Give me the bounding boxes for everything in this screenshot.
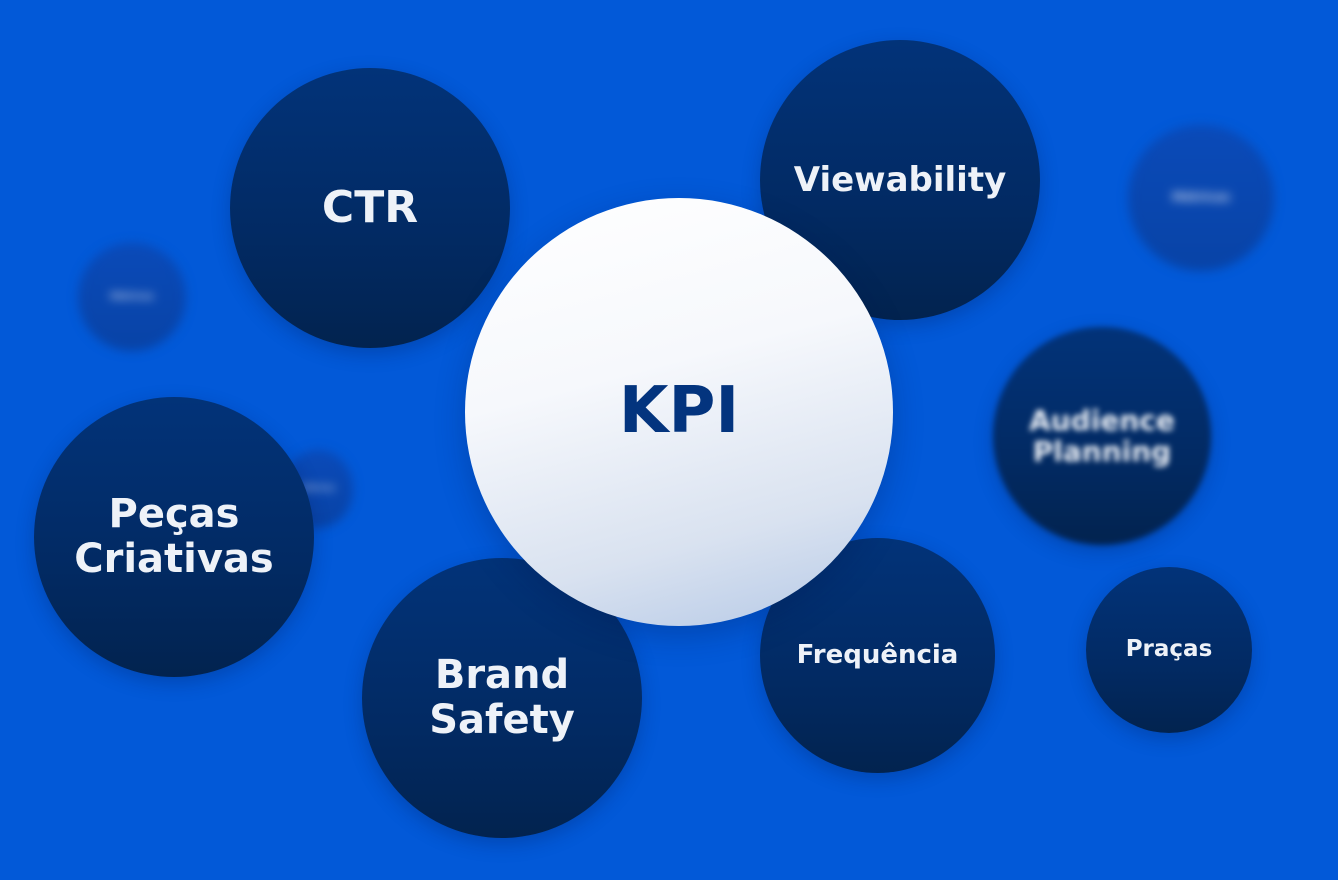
bubble-audience-planning-label: Audience Planning xyxy=(1029,403,1175,468)
bubble-frequencia: Frequência xyxy=(760,538,995,773)
bubble-ctr-label: CTR xyxy=(321,182,419,234)
blurred-bubble-right: Métricas xyxy=(1128,125,1274,271)
blurred-bubble-right-label: Métricas xyxy=(1171,190,1231,205)
blurred-bubble-mid-label: Métricas xyxy=(301,484,335,493)
bubble-kpi-label: KPI xyxy=(618,374,740,449)
bubble-pecas-criativas: Peças Criativas xyxy=(34,397,314,677)
bubble-brand-safety-label: Brand Safety xyxy=(429,652,575,743)
bubble-kpi-center: KPI xyxy=(465,198,893,626)
blurred-bubble-left: Métricas xyxy=(78,243,186,351)
bubble-frequencia-label: Frequência xyxy=(796,639,959,670)
bubble-audience-planning: Audience Planning xyxy=(993,327,1211,545)
bubble-pracas: Praças xyxy=(1086,567,1252,733)
bubble-pecas-criativas-label: Peças Criativas xyxy=(74,491,274,582)
blurred-bubble-left-label: Métricas xyxy=(110,291,154,302)
bubble-pracas-label: Praças xyxy=(1125,636,1213,663)
bubble-viewability-label: Viewability xyxy=(793,159,1007,200)
bubble-ctr: CTR xyxy=(230,68,510,348)
bubble-brand-safety: Brand Safety xyxy=(362,558,642,838)
